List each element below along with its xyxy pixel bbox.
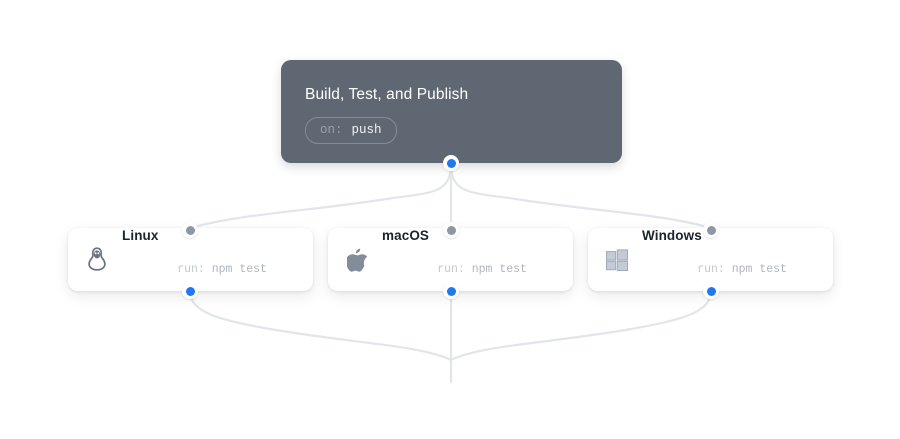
job-title-windows: Windows <box>642 227 702 243</box>
job-node-macos[interactable]: macOS run: npm test <box>328 228 573 291</box>
job-node-linux[interactable]: Linux run: npm test <box>68 228 313 291</box>
linux-penguin-icon <box>84 246 110 274</box>
job-text-linux: Linux run: npm test <box>122 228 267 292</box>
edge-trigger-to-windows <box>449 161 713 230</box>
job-text-windows: Windows run: npm test <box>642 228 787 292</box>
edge-trigger-to-linux <box>188 161 453 230</box>
macos-input-port[interactable] <box>443 222 459 238</box>
windows-output-port[interactable] <box>703 283 719 299</box>
job-text-macos: macOS run: npm test <box>382 228 527 292</box>
job-title-macos: macOS <box>382 227 430 243</box>
job-command-key: run: <box>437 262 465 276</box>
trigger-event-key: on: <box>320 123 343 137</box>
job-command-linux: run: npm test <box>122 247 267 292</box>
edge-linux-to-join <box>188 289 453 362</box>
job-node-windows[interactable]: Windows run: npm test <box>588 228 833 291</box>
trigger-title: Build, Test, and Publish <box>305 86 469 103</box>
windows-input-port[interactable] <box>703 222 719 238</box>
job-command-value: npm test <box>204 262 267 276</box>
job-command-key: run: <box>697 262 725 276</box>
trigger-node[interactable]: Build, Test, and Publish on: push <box>281 60 622 163</box>
edge-windows-to-join <box>449 289 713 362</box>
linux-input-port[interactable] <box>182 222 198 238</box>
linux-output-port[interactable] <box>182 283 198 299</box>
job-command-value: npm test <box>724 262 787 276</box>
job-command-key: run: <box>177 262 205 276</box>
job-command-value: npm test <box>464 262 527 276</box>
trigger-event-chip[interactable]: on: push <box>305 117 397 144</box>
windows-icon <box>604 246 630 274</box>
job-command-macos: run: npm test <box>382 247 527 292</box>
trigger-output-port[interactable] <box>443 155 459 171</box>
apple-icon <box>344 246 370 274</box>
trigger-event-value: push <box>351 123 382 137</box>
macos-output-port[interactable] <box>443 283 459 299</box>
job-command-windows: run: npm test <box>642 247 787 292</box>
job-title-linux: Linux <box>122 227 159 243</box>
